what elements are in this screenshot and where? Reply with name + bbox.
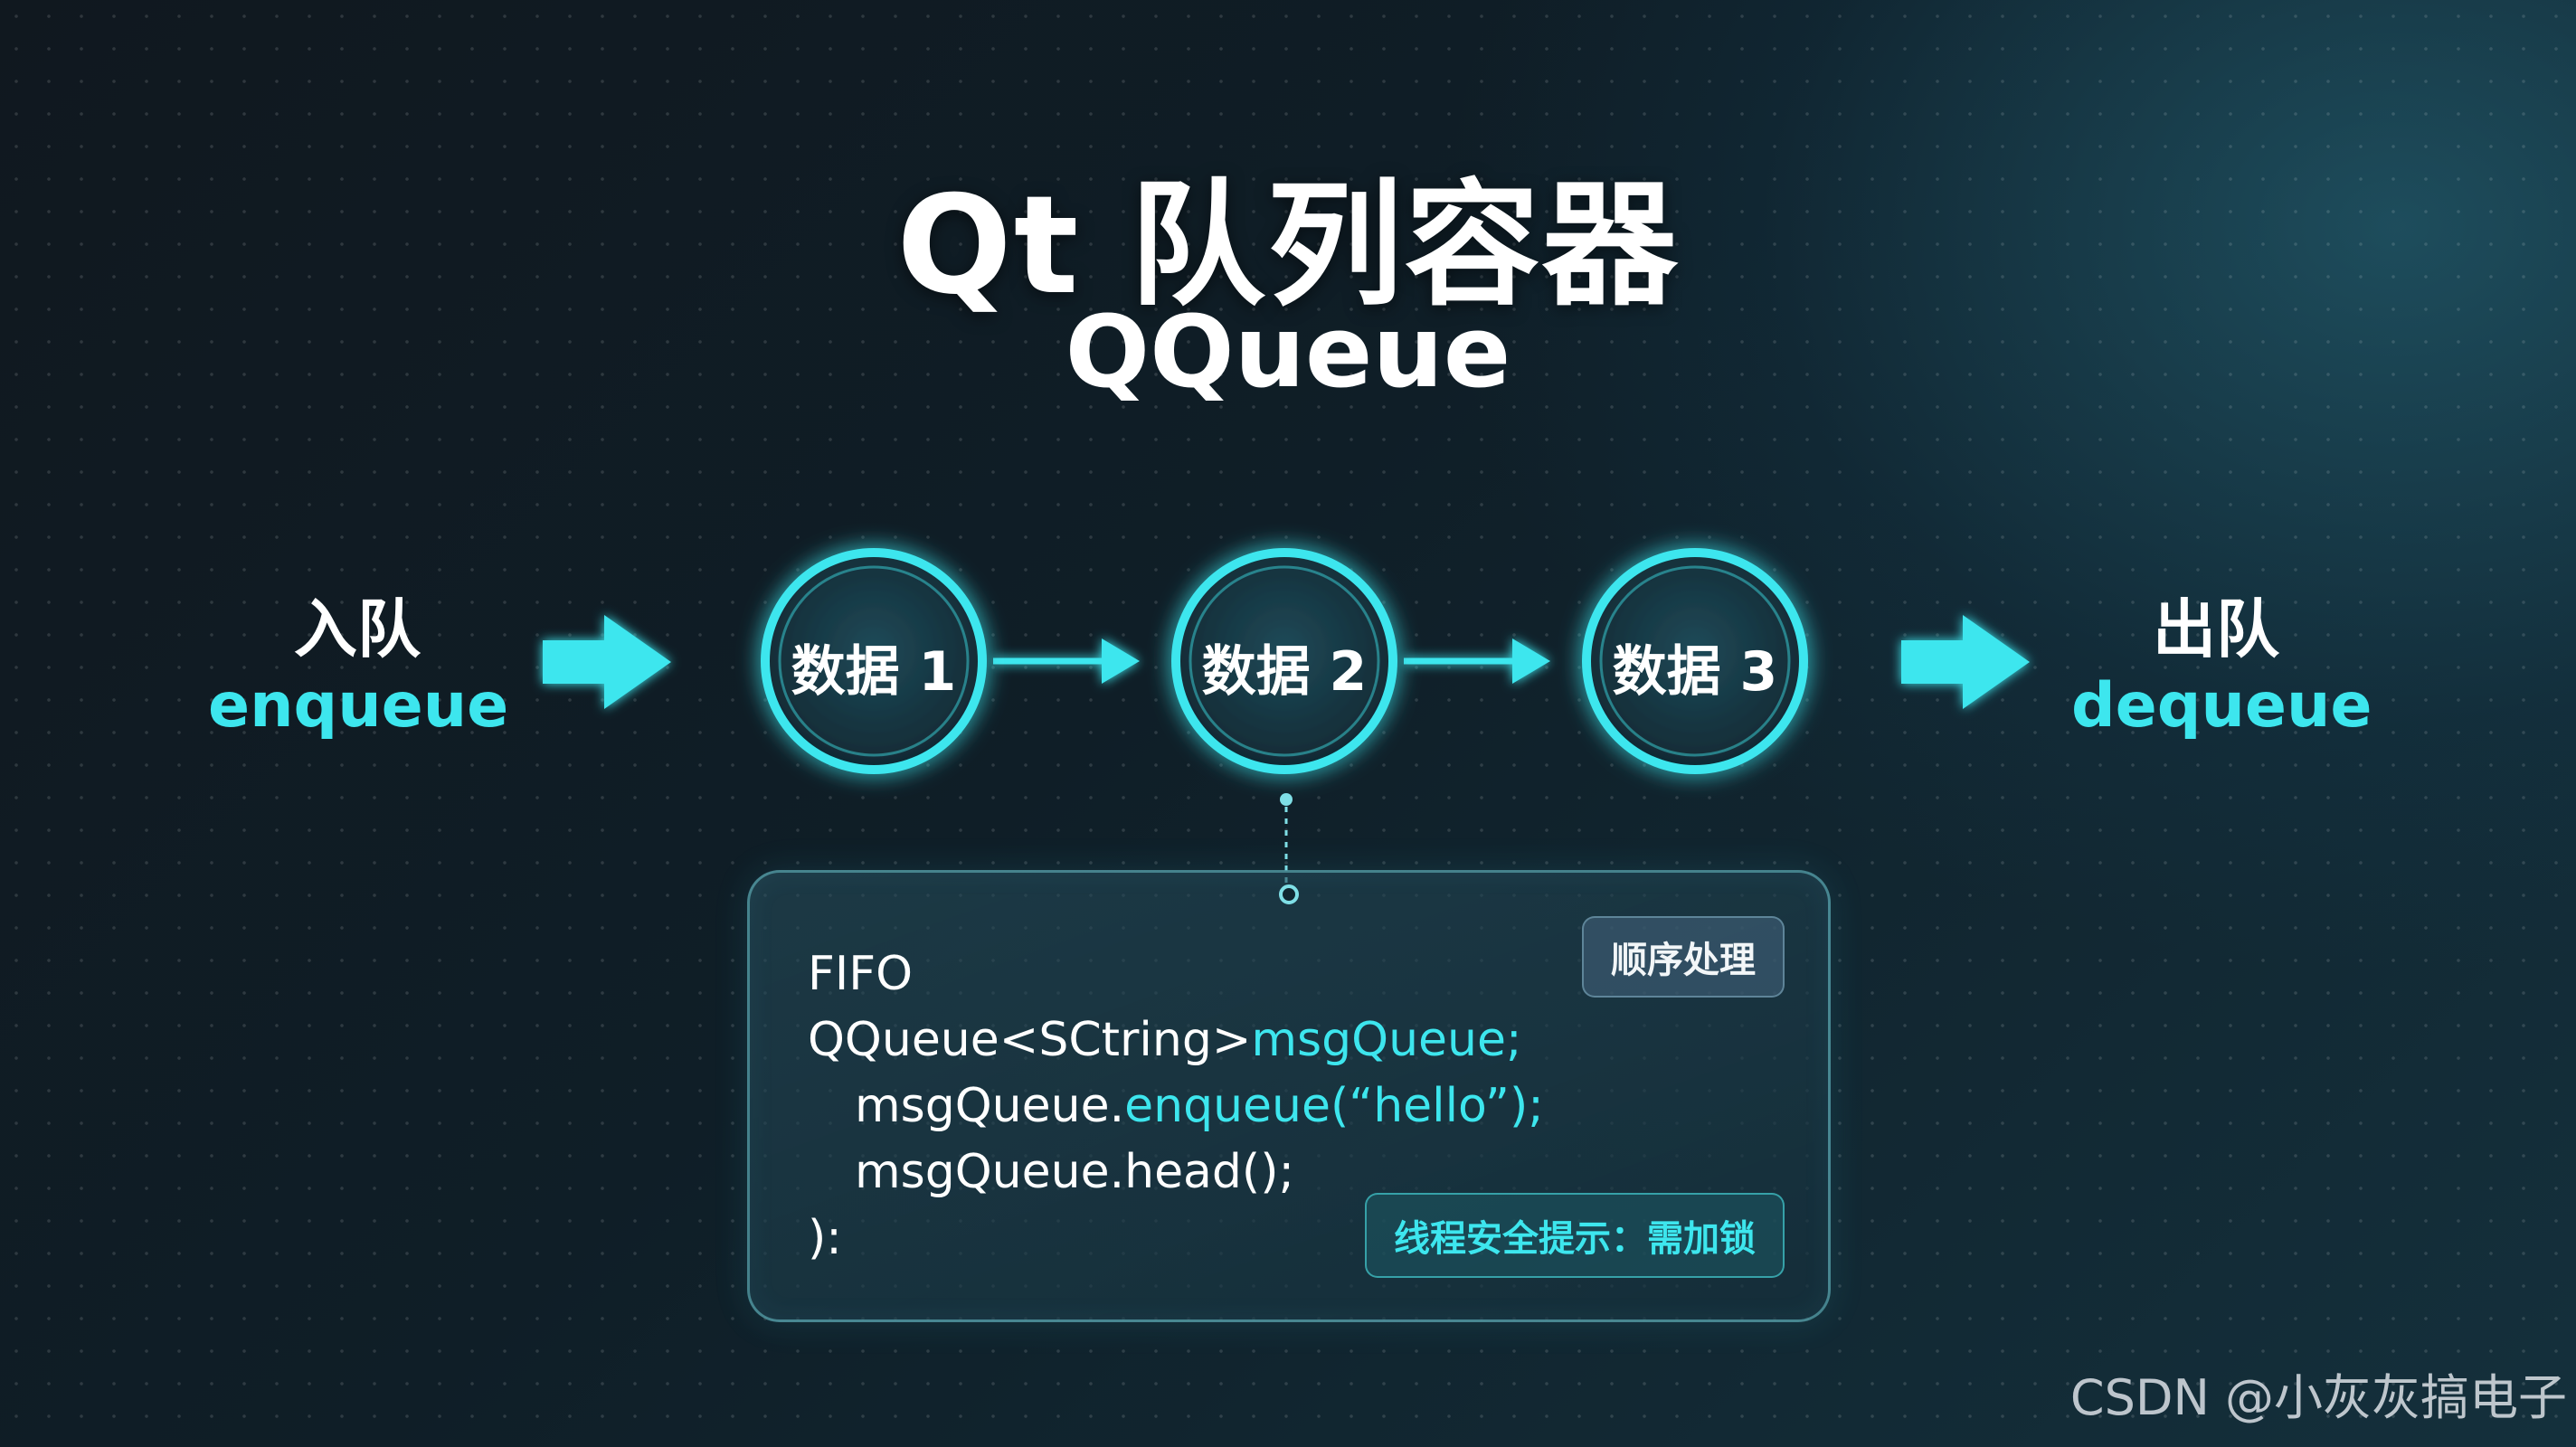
code-variable: msgQueue; [1251, 1013, 1522, 1067]
enqueue-label-cn: 入队 [294, 592, 421, 667]
code-line-enqueue: msgQueue.enqueue(“hello”); [808, 1073, 1544, 1140]
dequeue-arrow-icon [1901, 615, 2030, 709]
connector-1-2 [993, 638, 1140, 684]
dequeue-label-en: dequeue [2071, 670, 2372, 742]
code-type: QQueue<SCtring> [808, 1013, 1252, 1067]
queue-node-1 [761, 548, 987, 774]
code-object: msgQueue. [855, 1079, 1125, 1133]
code-line-fifo: FIFO [808, 947, 914, 1001]
code-method-enqueue: enqueue(“hello”); [1124, 1079, 1544, 1133]
connector-2-3 [1404, 638, 1550, 684]
page-title: Qt 队列容器 [896, 167, 1680, 325]
dequeue-label: 出队 dequeue [2071, 579, 2372, 742]
code-line-declare: QQueue<SCtring>msgQueue; [808, 1007, 1544, 1073]
enqueue-label: 入队 enqueue [208, 579, 509, 742]
page-subtitle: QQueue [1065, 294, 1511, 410]
dequeue-label-cn: 出队 [2153, 592, 2279, 667]
node-label-3: 数据 3 [1612, 640, 1778, 704]
code-line-head: msgQueue.head(); [855, 1145, 1295, 1199]
thread-safety-tip-badge: 线程安全提示：需加锁 [1365, 1193, 1785, 1278]
enqueue-arrow-icon [543, 615, 671, 709]
queue-node-2 [1171, 548, 1397, 774]
watermark: CSDN @小灰灰搞电子 [2069, 1369, 2567, 1426]
enqueue-label-en: enqueue [208, 670, 509, 742]
callout-pointer [1280, 793, 1293, 890]
callout-endpoint-icon [1279, 884, 1299, 904]
queue-node-3 [1582, 548, 1808, 774]
code-line-close: ): [808, 1211, 842, 1265]
node-label-1: 数据 1 [791, 640, 957, 704]
node-label-2: 数据 2 [1201, 640, 1368, 704]
sequential-processing-badge: 顺序处理 [1582, 916, 1785, 998]
